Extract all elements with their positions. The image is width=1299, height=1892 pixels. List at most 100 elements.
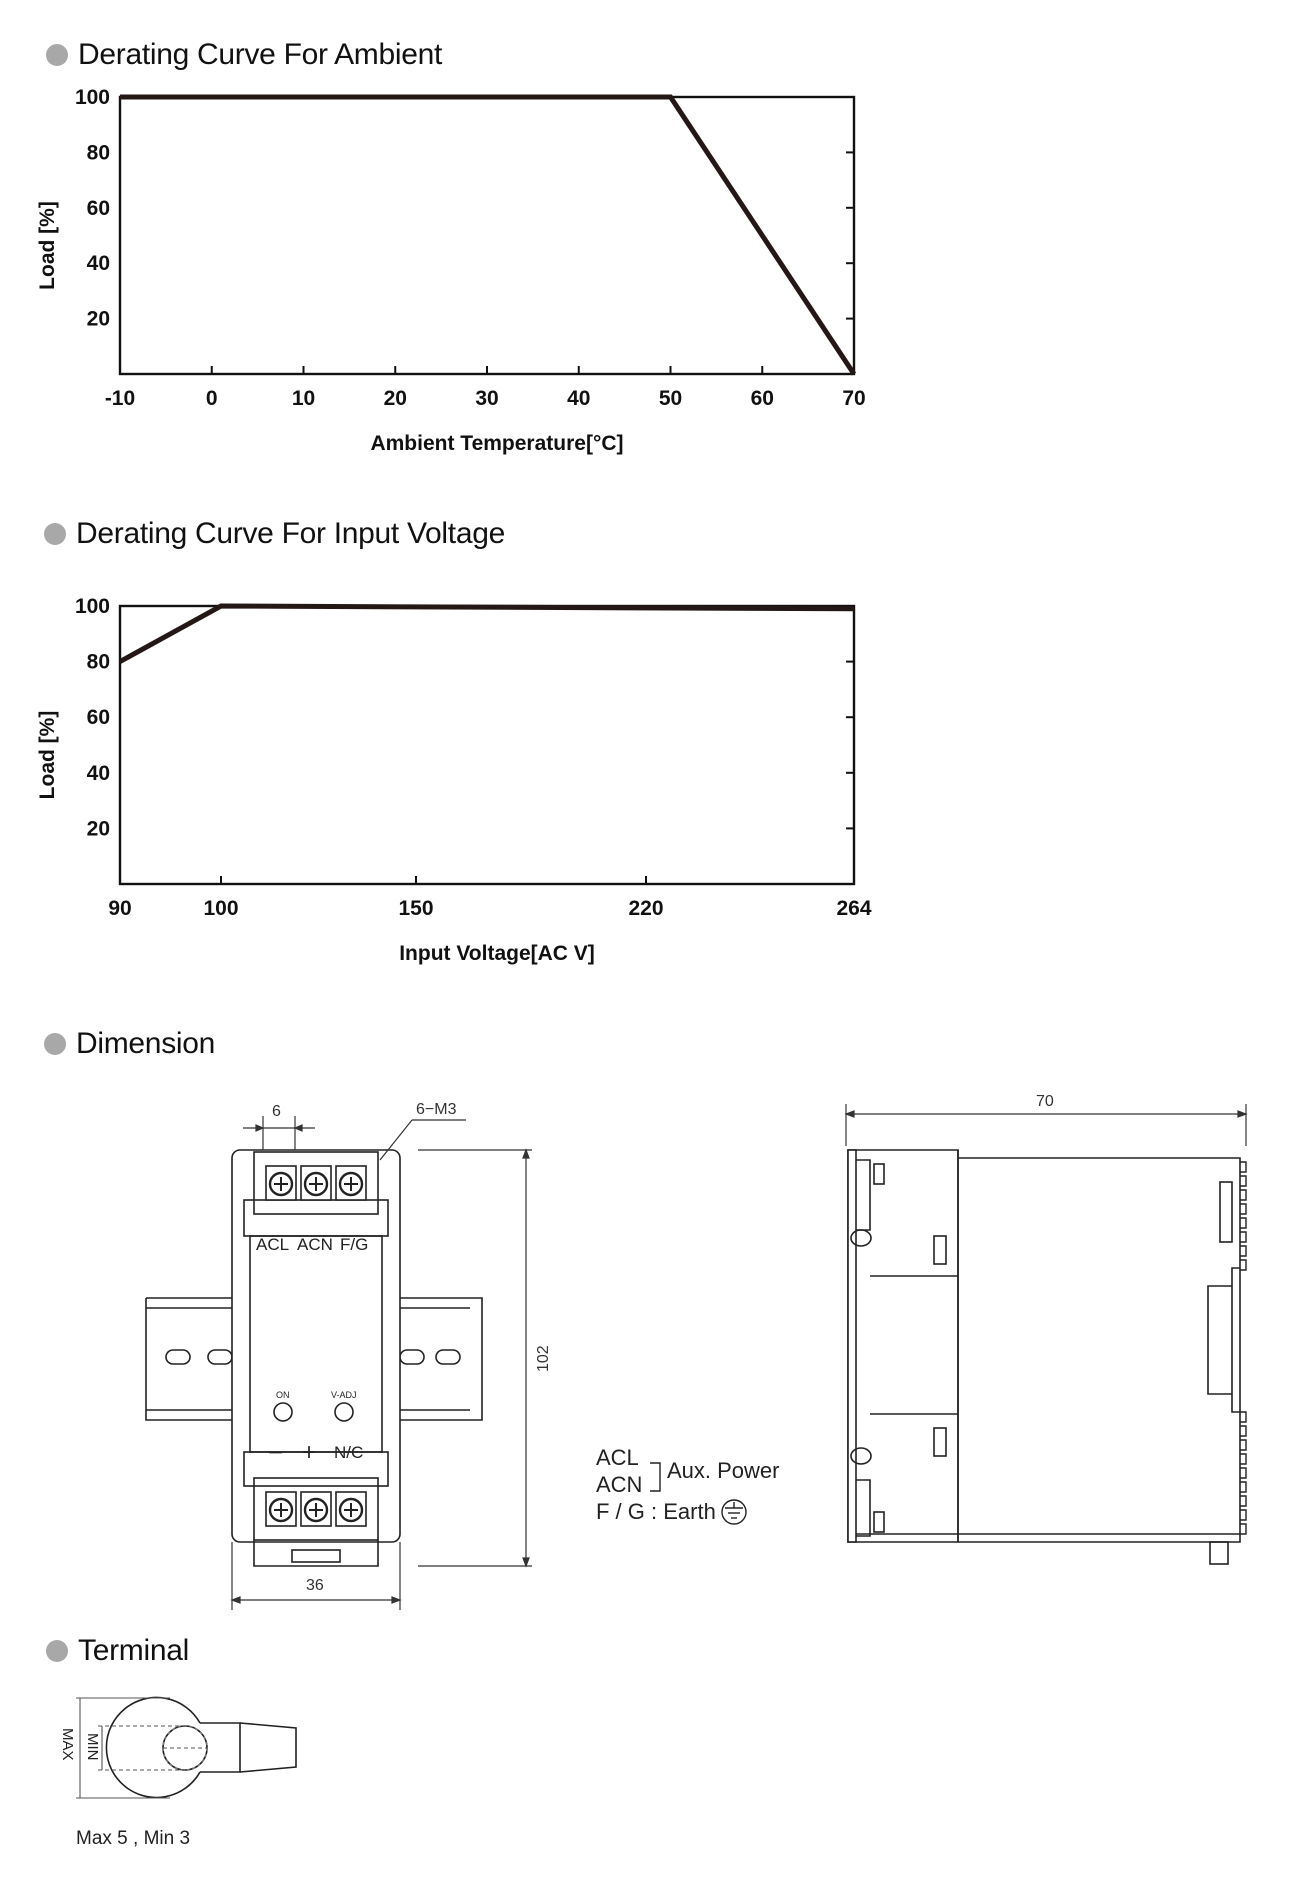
y-tick-label: 80 [87,651,110,674]
vent-rib [1240,1495,1247,1507]
terminal-label-minus: − [268,1437,283,1467]
width-dimension [230,1542,402,1610]
x-tick-label: 50 [659,387,682,410]
screw-leader [379,1119,466,1161]
y-tick-label: 20 [87,308,110,331]
terminal-label-fg: F/G [340,1235,368,1254]
section-voltage-label: Derating Curve For Input Voltage [76,517,505,550]
bullet-icon [46,1640,68,1662]
x-tick-label: 10 [292,387,315,410]
section-terminal-label: Terminal [78,1634,189,1667]
vent-rib [1240,1189,1247,1201]
vadj-pot-icon [334,1402,354,1422]
section-terminal-title: Terminal [46,1634,189,1668]
bullet-icon [46,44,68,66]
height-value: 102 [535,1345,552,1372]
terminal-label-plus: + [302,1439,316,1466]
legend-fg: F / G : Earth [596,1499,716,1524]
section-dimension-title: Dimension [44,1027,215,1061]
earth-icon [721,1499,747,1525]
screw-icon [265,1165,297,1201]
vent-rib [1240,1161,1247,1173]
y-tick-label: 40 [87,762,110,785]
vent-rib [1240,1509,1247,1521]
terminal-label-nc: N/C [334,1443,363,1462]
vent-rib [1240,1231,1247,1243]
din-rail [145,1297,483,1421]
terminal-label-acl: ACL [256,1235,289,1254]
vent-rib [1240,1203,1247,1215]
y-tick-label: 100 [75,595,110,618]
label-vadj: V-ADJ [331,1390,357,1400]
y-axis-label: Load [%] [36,711,59,800]
side-view [847,1149,1241,1565]
vent-rib [1240,1411,1247,1423]
section-dimension-label: Dimension [76,1027,216,1060]
x-tick-label: 264 [836,897,871,920]
vent-rib [1240,1259,1247,1271]
x-tick-label: -10 [105,387,135,410]
y-tick-label: 60 [87,197,110,220]
terminal-dimension-lines [76,1697,207,1799]
x-tick-label: 20 [384,387,407,410]
on-led-icon [273,1402,293,1422]
screw-icon [265,1491,297,1527]
side-vent-ribs [1240,1161,1247,1535]
screw-icon [335,1491,367,1527]
legend-acl: ACL [596,1445,639,1470]
y-tick-label: 60 [87,706,110,729]
depth-value: 70 [1036,1093,1054,1110]
depth-dimension [844,1104,1248,1146]
aux-bracket [650,1462,661,1492]
y-tick-label: 20 [87,817,110,840]
vent-rib [1240,1453,1247,1465]
x-tick-label: 40 [567,387,590,410]
bullet-icon [44,1033,66,1055]
section-ambient-label: Derating Curve For Ambient [78,38,443,71]
vent-rib [1240,1175,1247,1187]
x-tick-label: 220 [628,897,663,920]
screw-icon [300,1491,332,1527]
screw-icon [300,1165,332,1201]
y-tick-label: 40 [87,252,110,275]
x-axis-label: Input Voltage[AC V] [399,942,595,965]
section-voltage-title: Derating Curve For Input Voltage [44,517,505,551]
x-tick-label: 100 [203,897,238,920]
x-tick-label: 60 [751,387,774,410]
terminal-min-label: MIN [84,1733,101,1761]
vent-rib [1240,1217,1247,1229]
section-ambient-title: Derating Curve For Ambient [46,38,442,72]
screw-spec: 6−M3 [416,1101,457,1118]
legend-aux: Aux. Power [667,1458,780,1483]
y-tick-label: 100 [75,86,110,109]
x-tick-label: 70 [842,387,865,410]
screw-icon [335,1165,367,1201]
vent-rib [1240,1425,1247,1437]
x-tick-label: 30 [475,387,498,410]
height-dimension [418,1148,532,1568]
width-value: 36 [306,1577,324,1594]
vent-rib [1240,1245,1247,1257]
bullet-icon [44,523,66,545]
terminal-screws [265,1165,367,1527]
x-axis-label: Ambient Temperature[°C] [370,432,623,455]
derating-line [120,94,857,376]
y-tick-label: 80 [87,141,110,164]
label-on: ON [276,1390,290,1400]
pitch-dimension [243,1116,315,1150]
vent-rib [1240,1439,1247,1451]
terminal-label-acn: ACN [297,1235,333,1254]
x-tick-label: 0 [206,387,218,410]
x-tick-label: 90 [108,897,131,920]
derating-line [118,603,855,664]
terminal-max-label: MAX [59,1728,76,1761]
pitch-value: 6 [272,1103,281,1120]
vent-rib [1240,1467,1247,1479]
legend-acn: ACN [596,1472,643,1497]
vent-rib [1240,1481,1247,1493]
y-axis-label: Load [%] [36,201,59,290]
